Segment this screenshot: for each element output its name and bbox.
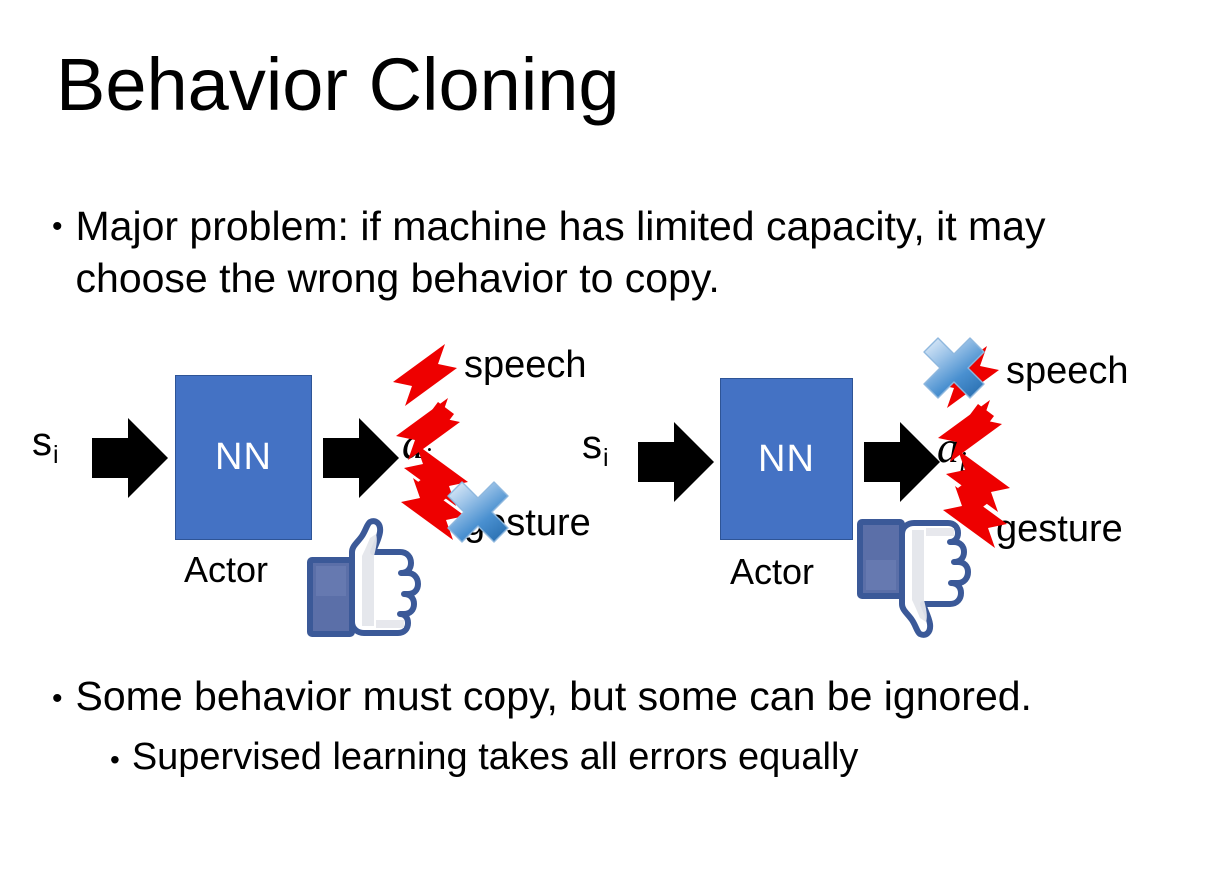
black-arrow-output-left xyxy=(323,418,399,498)
bullet-list-bottom-level2: • Supervised learning takes all errors e… xyxy=(110,735,1160,781)
list-item: • Major problem: if machine has limited … xyxy=(52,200,1152,304)
state-symbol: s xyxy=(582,423,602,467)
red-double-arrow-gesture-right xyxy=(943,450,1010,548)
nn-box-left: NN xyxy=(175,375,312,540)
diagram-right: si NN Actor âi speech gesture xyxy=(568,330,1158,640)
nn-box-label: NN xyxy=(215,436,272,478)
red-double-arrow-speech-left xyxy=(393,344,460,460)
black-arrow-input-right xyxy=(638,422,714,502)
bullet-list-bottom-level1: • Some behavior must copy, but some can … xyxy=(52,672,1162,721)
state-subscript: i xyxy=(53,440,59,469)
list-item: • Supervised learning takes all errors e… xyxy=(110,735,1160,781)
thumbs-down-icon-right xyxy=(857,519,971,638)
branch-label-speech-left: speech xyxy=(464,344,587,386)
state-symbol: s xyxy=(32,420,52,464)
page-title: Behavior Cloning xyxy=(56,43,620,126)
branch-label-gesture-right: gesture xyxy=(996,508,1123,550)
list-item: • Some behavior must copy, but some can … xyxy=(52,672,1162,721)
branch-label-speech-right: speech xyxy=(1006,350,1129,392)
diagram-left-graphics xyxy=(92,344,509,637)
bullet-marker-icon: • xyxy=(110,744,120,775)
bullet-list-top: • Major problem: if machine has limited … xyxy=(52,200,1152,304)
actor-caption-left: Actor xyxy=(184,549,269,590)
state-label-left: si xyxy=(32,422,59,468)
bullet-text: Some behavior must copy, but some can be… xyxy=(75,673,1032,719)
bullet-text: Supervised learning takes all errors equ… xyxy=(131,736,859,778)
diagram-left: si NN Actor âi speech gesture xyxy=(18,330,608,640)
thumbs-up-icon-left xyxy=(307,518,421,637)
actor-caption-right: Actor xyxy=(730,551,815,592)
black-arrow-input-left xyxy=(92,418,168,498)
bullet-marker-icon: • xyxy=(52,682,63,715)
nn-box-label: NN xyxy=(758,437,815,480)
blue-cross-icon-speech-right xyxy=(923,337,985,399)
diagram-right-graphics xyxy=(638,337,1010,638)
state-label-right: si xyxy=(582,425,609,471)
state-subscript: i xyxy=(603,443,609,472)
red-double-arrow-gesture-left xyxy=(401,444,468,540)
blue-cross-icon-gesture-left xyxy=(447,481,509,543)
nn-box-right: NN xyxy=(720,378,853,540)
diagram-area: si NN Actor âi speech gesture xyxy=(0,330,1210,640)
bullet-marker-icon: • xyxy=(52,210,63,243)
bullet-text: Major problem: if machine has limited ca… xyxy=(75,203,1046,302)
black-arrow-output-right xyxy=(864,422,940,502)
